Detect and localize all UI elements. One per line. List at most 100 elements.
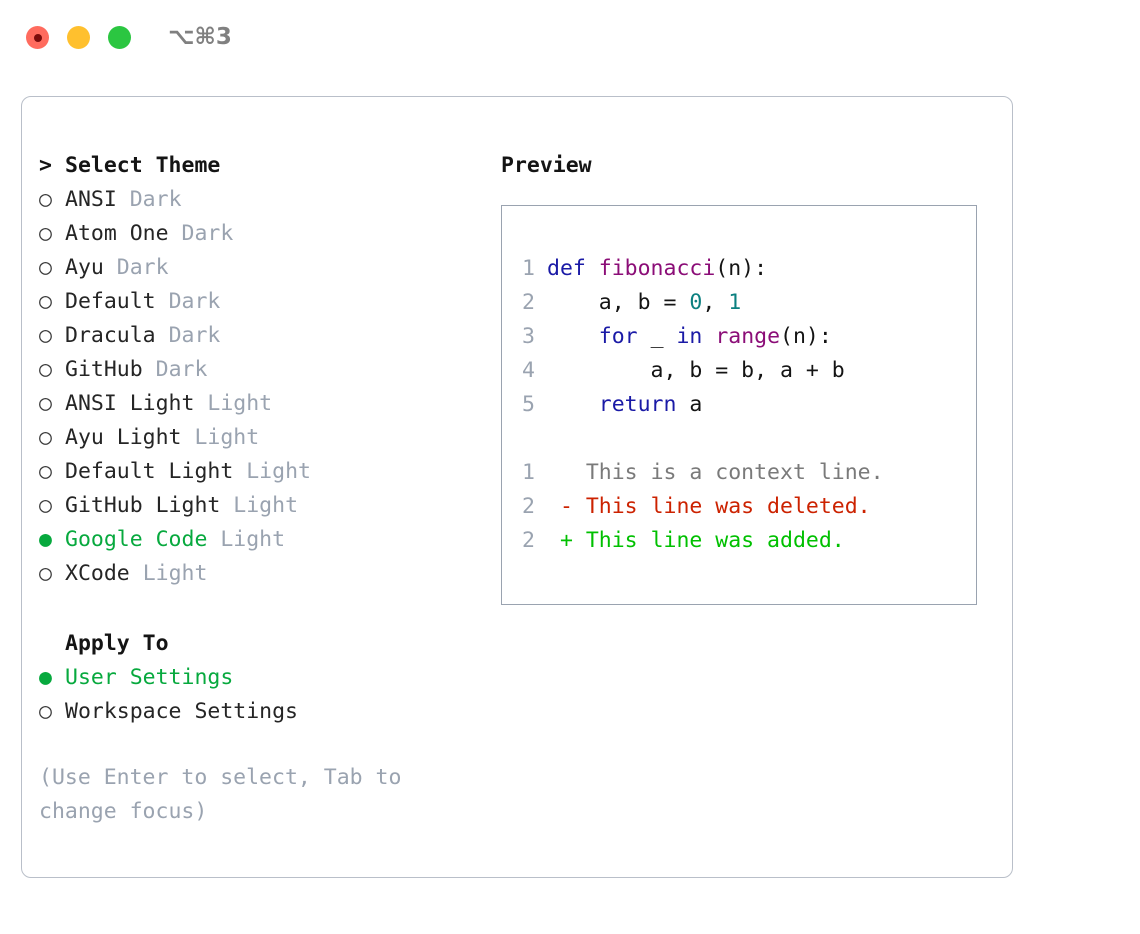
radio-unselected-icon[interactable]: ○ bbox=[39, 561, 52, 586]
apply-to-heading-row: Apply To bbox=[39, 627, 479, 661]
line-number: 4 bbox=[522, 358, 535, 383]
title-bar: ⌥⌘3 bbox=[0, 0, 1140, 78]
theme-name-label: Ayu bbox=[65, 255, 104, 280]
theme-selector-column: > Select Theme ○ANSI Dark○Atom One Dark○… bbox=[39, 149, 479, 729]
code-token bbox=[547, 324, 599, 349]
page-title: Select Theme bbox=[65, 153, 221, 178]
apply-to-list: ●User Settings○Workspace Settings bbox=[39, 661, 479, 729]
minimize-button[interactable] bbox=[67, 26, 90, 49]
diff-text: This line was added. bbox=[585, 528, 845, 553]
diff-marker bbox=[547, 460, 586, 485]
radio-unselected-icon[interactable]: ○ bbox=[39, 699, 52, 724]
theme-list-item[interactable]: ○ ANSI Dark bbox=[39, 183, 479, 217]
keyboard-shortcut-label: ⌥⌘3 bbox=[168, 24, 232, 50]
radio-unselected-icon[interactable]: ○ bbox=[39, 391, 52, 416]
keyboard-hint-text: (Use Enter to select, Tab to change focu… bbox=[39, 765, 402, 824]
radio-unselected-icon[interactable]: ○ bbox=[39, 459, 52, 484]
radio-unselected-icon[interactable]: ○ bbox=[39, 357, 52, 382]
theme-name-label: Google Code bbox=[65, 527, 208, 552]
theme-variant-label: Dark bbox=[168, 289, 221, 314]
code-line: 1 def fibonacci(n): bbox=[521, 252, 884, 286]
theme-list: ○ANSI Dark○Atom One Dark○Ayu Dark○Defaul… bbox=[39, 183, 479, 591]
code-token: def bbox=[547, 256, 599, 281]
label-spacer bbox=[169, 217, 182, 251]
code-token: _ bbox=[637, 324, 677, 349]
theme-name-label: GitHub Light bbox=[65, 493, 221, 518]
theme-variant-label: Light bbox=[194, 425, 260, 450]
code-token: in bbox=[676, 324, 703, 349]
label-spacer bbox=[130, 557, 143, 591]
select-theme-heading-row: > Select Theme bbox=[39, 149, 479, 183]
radio-unselected-icon[interactable]: ○ bbox=[39, 187, 52, 212]
label-spacer bbox=[156, 285, 169, 319]
code-line: 4 a, b = b, a + b bbox=[521, 354, 884, 388]
theme-variant-label: Dark bbox=[129, 187, 182, 212]
label-spacer bbox=[104, 251, 117, 285]
theme-list-item[interactable]: ● Google Code Light bbox=[39, 523, 479, 557]
code-token: (n): bbox=[780, 324, 832, 349]
code-token: fibonacci bbox=[598, 256, 716, 281]
theme-variant-label: Light bbox=[246, 459, 311, 484]
code-token: 0 bbox=[689, 290, 703, 315]
theme-list-item[interactable]: ○ Ayu Light Light bbox=[39, 421, 479, 455]
radio-unselected-icon[interactable]: ○ bbox=[39, 221, 52, 246]
radio-selected-icon[interactable]: ● bbox=[39, 665, 52, 690]
theme-list-item[interactable]: ○ANSI Light Light bbox=[39, 387, 479, 421]
theme-variant-label: Light bbox=[220, 527, 286, 552]
code-line: 2 a, b = 0, 1 bbox=[521, 286, 884, 320]
theme-list-item[interactable]: ○Atom One Dark bbox=[39, 217, 479, 251]
preview-title: Preview bbox=[501, 153, 592, 178]
content-panel: > Select Theme ○ANSI Dark○Atom One Dark○… bbox=[21, 96, 1013, 878]
apply-to-blank-marker bbox=[39, 627, 65, 661]
apply-to-option[interactable]: ○Workspace Settings bbox=[39, 695, 479, 729]
theme-list-item[interactable]: ○Default Dark bbox=[39, 285, 479, 319]
theme-name-label: Dracula bbox=[65, 323, 156, 348]
radio-unselected-icon[interactable]: ○ bbox=[39, 323, 52, 348]
theme-name-label: ANSI bbox=[65, 187, 117, 212]
diff-line: 1 This is a context line. bbox=[521, 456, 884, 490]
theme-name-label: XCode bbox=[65, 561, 130, 586]
radio-unselected-icon[interactable]: ○ bbox=[39, 493, 52, 518]
theme-variant-label: Dark bbox=[168, 323, 221, 348]
code-token: a, b = bbox=[547, 290, 690, 315]
code-token: (n): bbox=[715, 256, 768, 281]
radio-selected-icon[interactable]: ● bbox=[39, 527, 52, 552]
label-spacer bbox=[220, 489, 233, 523]
diff-text: This is a context line. bbox=[585, 460, 884, 485]
diff-line: 2 - This line was deleted. bbox=[521, 490, 884, 524]
maximize-button[interactable] bbox=[108, 26, 131, 49]
label-spacer bbox=[143, 353, 156, 387]
theme-list-item[interactable]: ○XCode Light bbox=[39, 557, 479, 591]
code-token bbox=[547, 392, 599, 417]
close-button[interactable] bbox=[26, 26, 49, 49]
apply-to-heading: Apply To bbox=[65, 631, 169, 656]
theme-list-item[interactable]: ○Default Light Light bbox=[39, 455, 479, 489]
label-spacer bbox=[156, 319, 169, 353]
code-token: , bbox=[702, 290, 729, 315]
theme-list-item[interactable]: ○GitHub Dark bbox=[39, 353, 479, 387]
line-number: 3 bbox=[522, 324, 535, 349]
theme-name-label: Ayu Light bbox=[65, 425, 182, 450]
theme-list-item[interactable]: ○GitHub Light Light bbox=[39, 489, 479, 523]
theme-list-item[interactable]: ○ Dracula Dark bbox=[39, 319, 479, 353]
section-spacer bbox=[39, 591, 479, 627]
diff-line: 2 + This line was added. bbox=[521, 524, 884, 558]
radio-unselected-icon[interactable]: ○ bbox=[39, 289, 52, 314]
diff-marker: - bbox=[547, 494, 586, 519]
line-number: 2 bbox=[522, 528, 535, 553]
theme-list-item[interactable]: ○Ayu Dark bbox=[39, 251, 479, 285]
radio-unselected-icon[interactable]: ○ bbox=[39, 255, 52, 280]
diff-marker: + bbox=[547, 528, 586, 553]
code-token: for bbox=[598, 324, 638, 349]
line-number: 1 bbox=[522, 256, 535, 281]
code-token: 1 bbox=[728, 290, 742, 315]
theme-name-label: Atom One bbox=[65, 221, 169, 246]
radio-unselected-icon[interactable]: ○ bbox=[39, 425, 52, 450]
label-spacer bbox=[194, 387, 207, 421]
apply-to-option[interactable]: ●User Settings bbox=[39, 661, 479, 695]
code-token: return bbox=[598, 392, 677, 417]
